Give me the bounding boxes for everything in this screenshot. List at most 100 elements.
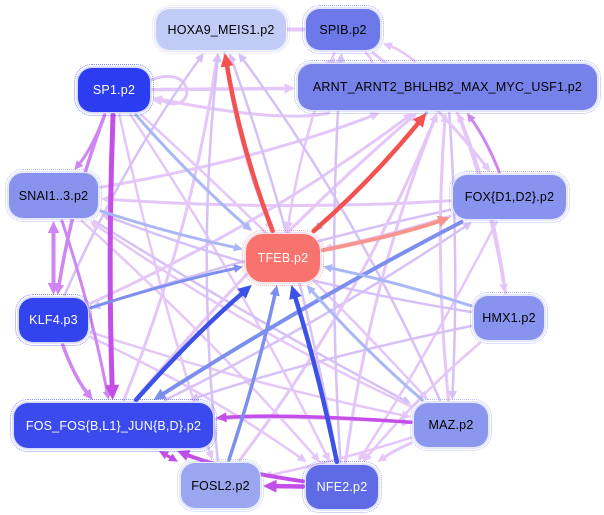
edge-arrowhead [238,53,248,63]
node-fos[interactable]: FOS_FOS{B,L1}_JUN{B,D}.p2 [9,398,218,453]
edge-klf4-arnt [89,115,409,305]
edge-arrowhead [289,285,302,300]
node-snai[interactable]: SNAI1..3.p2 [4,168,103,223]
edge-arrowhead [407,113,418,123]
edge-arrowhead [47,221,60,233]
edge-sp1-arnt [151,86,289,92]
edge-hmx1-fos [195,324,473,399]
edge-arrowhead [89,221,100,230]
edge-maz-fos [222,414,413,424]
edge-arrowhead [436,215,450,227]
node-label: MAZ.p2 [428,418,474,432]
node-tfeb[interactable]: TFEB.p2 [241,229,325,287]
edge-fos-hoxa9 [122,58,219,402]
edge-arrowhead [462,222,473,231]
edge-fos-fox [164,224,468,402]
edge-arrowhead [153,95,163,104]
node-label: NFE2.p2 [316,480,368,494]
node-nfe2[interactable]: NFE2.p2 [301,460,383,514]
edge-arrowhead [321,452,330,462]
edge-arrowhead [195,53,204,63]
edge-arrowhead [213,53,222,63]
edge-sp1-sp1 [149,74,189,106]
edge-sp1-fos [107,112,116,391]
edge-tfeb-fox [321,218,443,253]
node-arnt[interactable]: ARNT_ARNT2_BHLHB2_MAX_MYC_USF1.p2 [293,59,602,115]
edge-arrowhead [284,221,293,231]
node-hmx1[interactable]: HMX1.p2 [469,291,549,345]
edge-klf4-tfeb [89,266,238,310]
edge-arrowhead [306,285,316,295]
edge-arrowhead [168,453,178,462]
edge-snai-maz [93,219,406,402]
edge-klf4-maz [89,331,406,417]
edge-arrowhead [82,388,93,400]
edge-arrowhead [269,285,280,297]
edge-klf4-nfe2 [89,336,302,460]
edge-nfe2-tfeb [292,293,340,465]
edge-sp1-snai [77,113,107,166]
node-klf4[interactable]: KLF4.p3 [14,293,93,347]
node-label: FOS_FOS{B,L1}_JUN{B,D}.p2 [25,418,202,433]
node-label: ARNT_ARNT2_BHLHB2_MAX_MYC_USF1.p2 [312,80,583,94]
edge-arrowhead [377,453,388,462]
node-spib[interactable]: SPIB.p2 [301,4,385,55]
node-label: KLF4.p3 [29,313,78,327]
edge-fox-fos [159,220,464,397]
edge-arrowhead [228,53,237,63]
edge-arrowhead [242,221,252,231]
edge-hmx1-tfeb [328,266,473,308]
edge-maz-hoxa9 [241,57,442,402]
edge-arrowhead [233,264,243,273]
edge-arrowhead [101,195,111,204]
edge-arrowhead [74,160,84,170]
node-label: SNAI1..3.p2 [18,188,89,203]
edge-arrowhead [104,384,120,400]
edge-klf4-hoxa9 [63,57,201,297]
edge-arrowhead [205,450,214,460]
edge-snai-tfeb [99,209,238,250]
edge-klf4-fos [60,343,90,396]
edge-snai-nfe2 [80,219,317,458]
node-sp1[interactable]: SP1.p2 [73,63,155,117]
node-maz[interactable]: MAZ.p2 [409,398,493,452]
node-fox[interactable]: FOX{D1,D2}.p2 [448,170,571,224]
edge-fos-tfeb [133,289,246,403]
edge-arrowhead [216,412,227,423]
edge-nfe2-arnt [343,118,437,464]
edge-arrowhead [237,285,252,299]
edge-arrowhead [369,112,380,121]
edge-tfeb-hoxa9 [224,61,275,234]
edge-nfe2-spib [332,58,343,464]
edge-arrowhead [158,451,169,460]
edge-arrowhead [47,283,60,295]
edge-arrowhead [263,479,277,493]
edge-arrowhead [481,162,491,172]
edge-maz-tfeb [309,288,424,402]
edge-fosl2-hoxa9 [205,58,219,462]
edge-arnt-maz [448,111,457,395]
edge-maz-fosl2 [268,436,413,477]
edge-fox-arnt [469,117,501,174]
node-label: TFEB.p2 [257,251,309,265]
edge-tfeb-arnt [311,119,422,234]
node-fosl2[interactable]: FOSL2.p2 [176,458,265,513]
edge-arrowhead [296,453,307,462]
edge-arnt-sp1 [158,97,331,118]
edge-arrowhead [177,450,191,461]
node-label: FOX{D1,D2}.p2 [464,190,555,204]
edge-arrowhead [233,243,243,252]
edge-arnt-spib [388,44,416,63]
node-hoxa9[interactable]: HOXA9_MEIS1.p2 [151,4,291,55]
edge-arrowhead [440,113,450,123]
edge-arrowhead [189,393,200,402]
edge-fosl2-tfeb [227,291,277,462]
edge-sp1-tfeb [134,113,248,228]
node-label: HOXA9_MEIS1.p2 [167,22,275,37]
edge-arrowhead [323,264,333,273]
edge-arrowhead [153,388,167,400]
node-label: FOSL2.p2 [191,478,250,493]
node-label: SP1.p2 [92,83,136,97]
edge-arrowhead [310,452,320,462]
edge-sp1-nfe2 [129,113,328,457]
